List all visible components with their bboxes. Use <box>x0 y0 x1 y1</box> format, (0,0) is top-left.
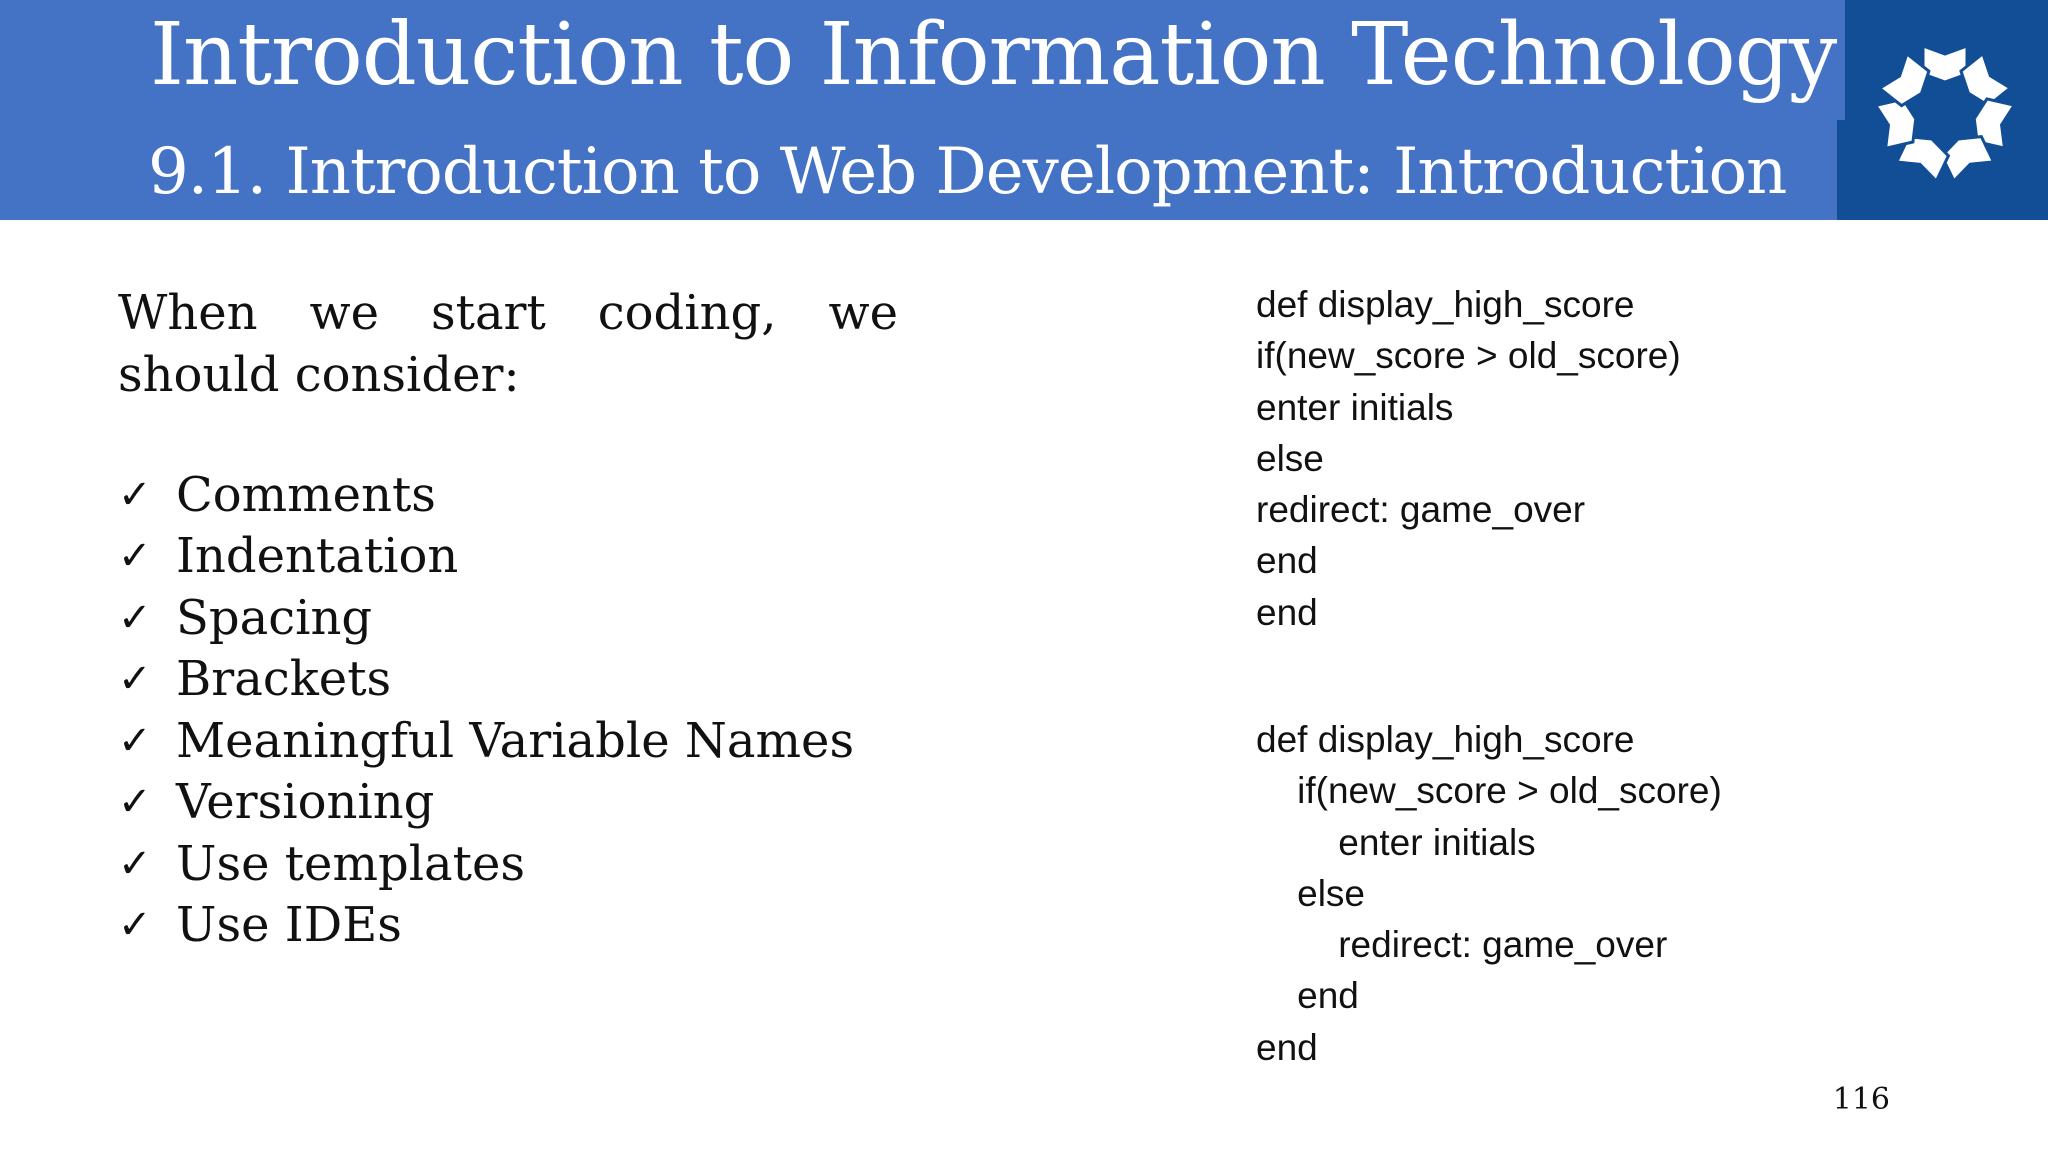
page-number: 116 <box>1832 1082 1890 1117</box>
list-item-label: Meaningful Variable Names <box>176 712 855 769</box>
code-line: def display_high_score <box>1256 719 1635 760</box>
list-item-label: Use templates <box>176 835 525 892</box>
check-mark-icon: ✓ <box>118 717 152 764</box>
intro-text: When we start coding, we should consider… <box>118 285 898 403</box>
code-line: else <box>1256 872 1365 914</box>
check-mark-icon: ✓ <box>118 779 152 826</box>
code-line: if(new_score > old_score) <box>1256 335 1681 377</box>
code-line: end <box>1256 540 1318 582</box>
code-line: redirect: game_over <box>1256 489 1586 531</box>
check-mark-icon: ✓ <box>118 471 152 518</box>
list-item: ✓ Use templates <box>118 833 898 895</box>
list-item-label: Use IDEs <box>176 897 402 954</box>
list-item: ✓ Brackets <box>118 649 898 711</box>
check-mark-icon: ✓ <box>118 902 152 949</box>
list-item: ✓ Meaningful Variable Names <box>118 710 898 772</box>
list-item: ✓ Versioning <box>118 772 898 834</box>
check-mark-icon: ✓ <box>118 840 152 887</box>
checklist: ✓ Comments ✓ Indentation ✓ Spacing ✓ Bracket… <box>118 464 898 956</box>
list-item-label: Indentation <box>176 528 459 585</box>
code-line: end <box>1256 975 1359 1017</box>
logo-panel <box>1837 0 2048 220</box>
code-line: end <box>1256 591 1318 633</box>
code-line: end <box>1256 1026 1318 1068</box>
slide-header: Introduction to Information Technology 9… <box>0 0 1837 220</box>
slide-subtitle: 9.1. Introduction to Web Development: In… <box>148 135 1787 209</box>
indented-code-example: def display_high_score if(new_score > ol… <box>1256 714 1722 1073</box>
slide-title: Introduction to Information Technology <box>150 5 1837 105</box>
list-item: ✓ Spacing <box>118 587 898 649</box>
code-line: redirect: game_over <box>1256 924 1668 966</box>
list-item-label: Spacing <box>176 589 373 646</box>
code-line: enter initials <box>1256 386 1454 428</box>
code-line: def display_high_score <box>1256 284 1635 325</box>
code-line: else <box>1256 437 1324 479</box>
book-star-logo <box>1873 43 2017 184</box>
unindented-code-example: def display_high_score if(new_score > ol… <box>1256 279 1681 638</box>
code-line: enter initials <box>1256 821 1536 863</box>
list-item-label: Comments <box>176 466 436 523</box>
list-item: ✓ Use IDEs <box>118 895 898 957</box>
list-item-label: Brackets <box>176 651 392 708</box>
check-mark-icon: ✓ <box>118 533 152 580</box>
list-item-label: Versioning <box>176 774 435 831</box>
check-mark-icon: ✓ <box>118 656 152 703</box>
check-mark-icon: ✓ <box>118 594 152 641</box>
code-line: if(new_score > old_score) <box>1256 770 1722 812</box>
list-item: ✓ Indentation <box>118 526 898 588</box>
list-item: ✓ Comments <box>118 464 898 526</box>
considerations-panel: When we start coding, we should consider… <box>118 282 898 956</box>
